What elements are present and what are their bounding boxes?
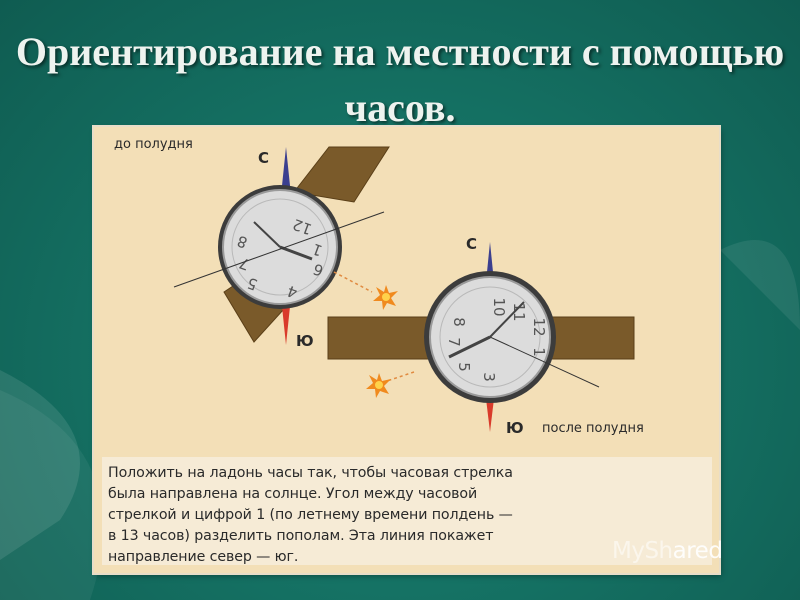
svg-text:8: 8 xyxy=(450,317,468,327)
svg-text:1: 1 xyxy=(530,347,548,357)
caption-text: Положить на ладонь часы так, чтобы часов… xyxy=(108,463,710,568)
caption-line: в 13 часов) разделить пополам. Эта линия… xyxy=(108,528,494,544)
watch-illustration: 12 1 6 8 7 5 4 xyxy=(173,146,635,432)
watermark-part1: MySh xyxy=(612,538,673,564)
svg-text:12: 12 xyxy=(530,317,548,336)
svg-text:3: 3 xyxy=(480,372,498,382)
label-south-1: Ю xyxy=(296,332,314,350)
label-north-1: С xyxy=(258,149,270,167)
caption-line: Положить на ладонь часы так, чтобы часов… xyxy=(108,465,513,481)
sun-icon xyxy=(373,285,398,310)
caption-line: стрелкой и цифрой 1 (по летнему времени … xyxy=(108,507,513,523)
label-before-noon: до полудня xyxy=(114,137,193,152)
caption-box: Положить на ладонь часы так, чтобы часов… xyxy=(102,457,712,565)
svg-text:11: 11 xyxy=(510,302,528,321)
svg-text:7: 7 xyxy=(445,337,463,347)
svg-text:5: 5 xyxy=(455,362,473,372)
label-after-noon: после полудня xyxy=(542,421,644,436)
watch-before-noon: 12 1 6 8 7 5 4 xyxy=(173,146,398,345)
watermark-part2: ared xyxy=(672,538,723,564)
caption-line: была направлена на солнце. Угол между ча… xyxy=(108,486,478,502)
watch-after-noon: 10 11 12 1 8 7 5 3 xyxy=(327,242,635,432)
sun-icon xyxy=(366,373,391,398)
watermark: MyShared xyxy=(612,538,723,564)
illustration-panel: 12 1 6 8 7 5 4 xyxy=(94,127,719,573)
label-north-2: С xyxy=(466,235,478,253)
caption-line: направление север — юг. xyxy=(108,549,299,565)
svg-text:10: 10 xyxy=(490,297,508,316)
label-south-2: Ю xyxy=(506,419,524,437)
slide-title: Ориентирование на местности с помощью ча… xyxy=(15,29,785,130)
svg-text:12: 12 xyxy=(290,215,314,238)
